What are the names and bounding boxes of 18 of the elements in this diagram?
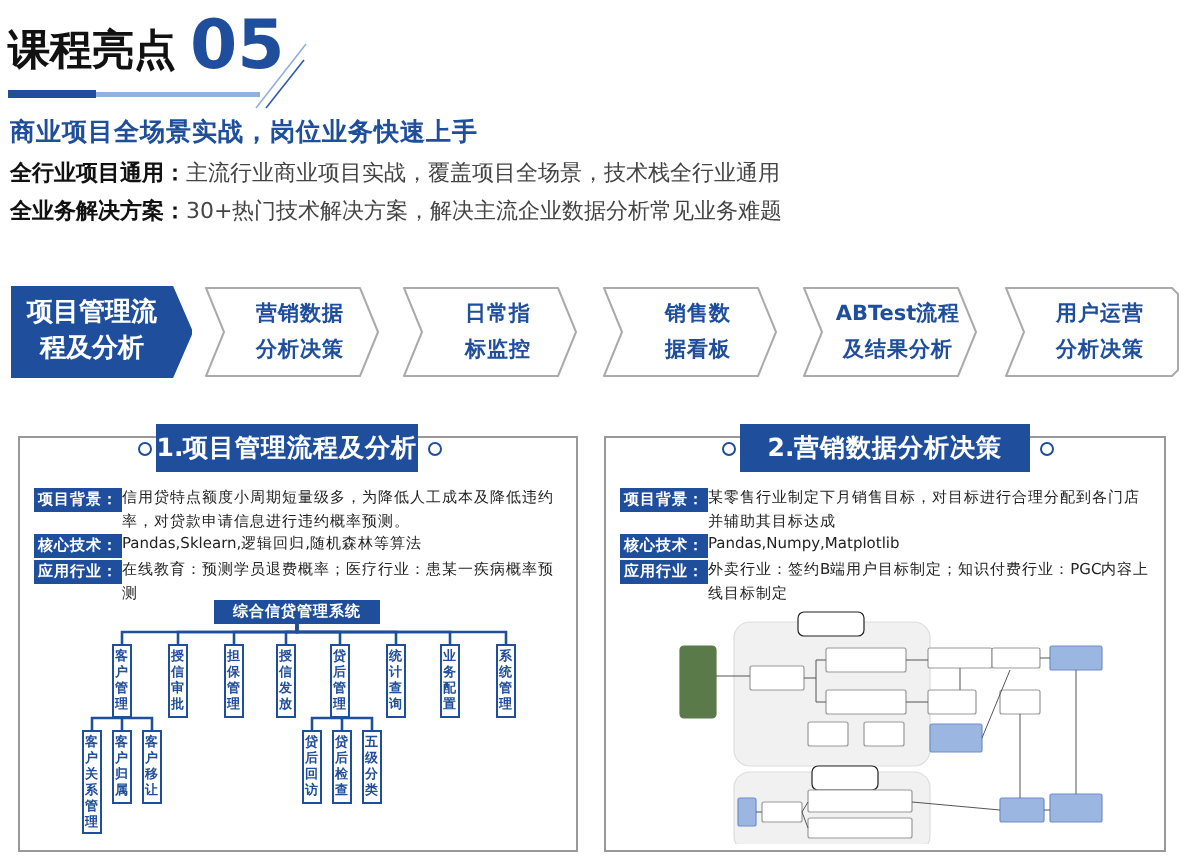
connector-line <box>90 716 124 730</box>
connector-line <box>310 716 342 730</box>
process-step: 项目管理流程及分析 <box>8 286 192 378</box>
process-step: 用户运营分析决策 <box>1004 286 1180 378</box>
title: 课程亮点 <box>8 24 176 78</box>
section-number: 05 <box>190 6 285 86</box>
process-step: ABTest流程及结果分析 <box>802 286 978 378</box>
panel-heading: 1.项目管理流程及分析 <box>156 424 418 472</box>
process-step: 营销数据分析决策 <box>204 286 380 378</box>
feature-line: 全业务解决方案：30+热门技术解决方案，解决主流企业数据分析常见业务难题 <box>10 196 783 226</box>
connector-line <box>295 624 508 644</box>
process-step: 日常指标监控 <box>402 286 578 378</box>
feature-line: 全行业项目通用：主流行业商业项目实战，覆盖项目全场景，技术栈全行业通用 <box>10 158 780 188</box>
process-step: 销售数据看板 <box>602 286 778 378</box>
connector-line <box>120 716 154 730</box>
connector-line <box>338 716 374 730</box>
panel-heading: 2.营销数据分析决策 <box>740 424 1030 472</box>
subtitle: 商业项目全场景实战，岗位业务快速上手 <box>10 116 478 150</box>
